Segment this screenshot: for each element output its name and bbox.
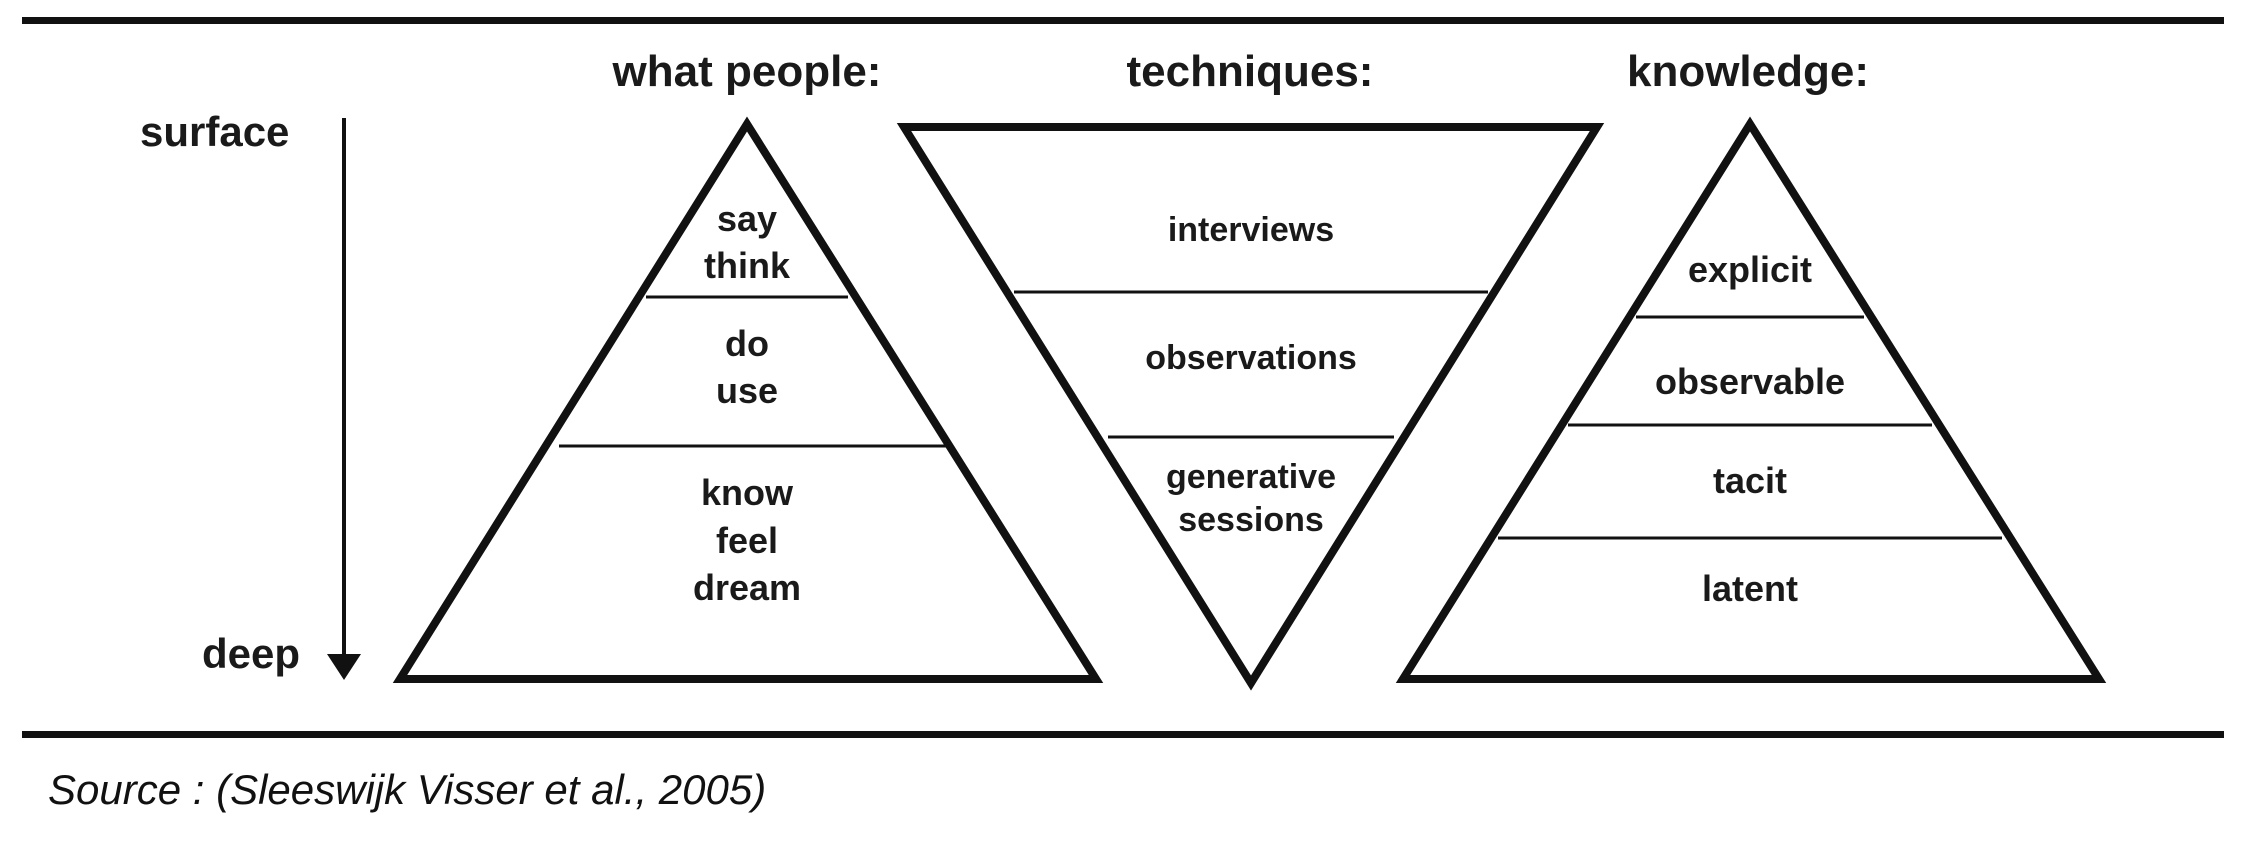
column-techniques: techniques: interviews observations gene… <box>896 47 1605 691</box>
layer-text: use <box>716 370 778 411</box>
layer-text: latent <box>1702 568 1798 609</box>
layer-text: observations <box>1145 339 1357 377</box>
layer-text: explicit <box>1688 249 1812 290</box>
top-rule <box>22 17 2224 24</box>
source-caption: Source : (Sleeswijk Visser et al., 2005) <box>48 766 767 813</box>
layer-text: do <box>725 323 769 364</box>
inverted-pyramid-outline <box>896 123 1605 691</box>
layer-text: tacit <box>1713 460 1787 501</box>
pyramid-outline <box>1395 116 2107 683</box>
layer-text: dream <box>693 567 801 608</box>
layer-text: interviews <box>1168 211 1334 249</box>
bottom-rule <box>22 731 2224 738</box>
column-heading: knowledge: <box>1627 47 1869 96</box>
layer-text: know <box>701 472 794 513</box>
axis-bottom-label: deep <box>202 630 300 677</box>
axis-arrow-down-icon <box>327 654 361 680</box>
layer-text: sessions <box>1178 501 1324 539</box>
pyramid-outline <box>392 116 1104 683</box>
column-heading: techniques: <box>1127 47 1374 96</box>
layer-text: say <box>717 198 777 239</box>
layer-text: think <box>704 245 791 286</box>
layer-text: generative <box>1166 458 1336 496</box>
layer-text: feel <box>716 520 778 561</box>
axis-top-label: surface <box>140 108 289 155</box>
column-heading: what people: <box>612 47 882 96</box>
column-what-people: what people: say think do use know feel … <box>392 47 1104 683</box>
column-knowledge: knowledge: explicit observable tacit lat… <box>1395 47 2107 683</box>
depth-axis: surface deep <box>140 108 361 680</box>
layer-text: observable <box>1655 361 1845 402</box>
